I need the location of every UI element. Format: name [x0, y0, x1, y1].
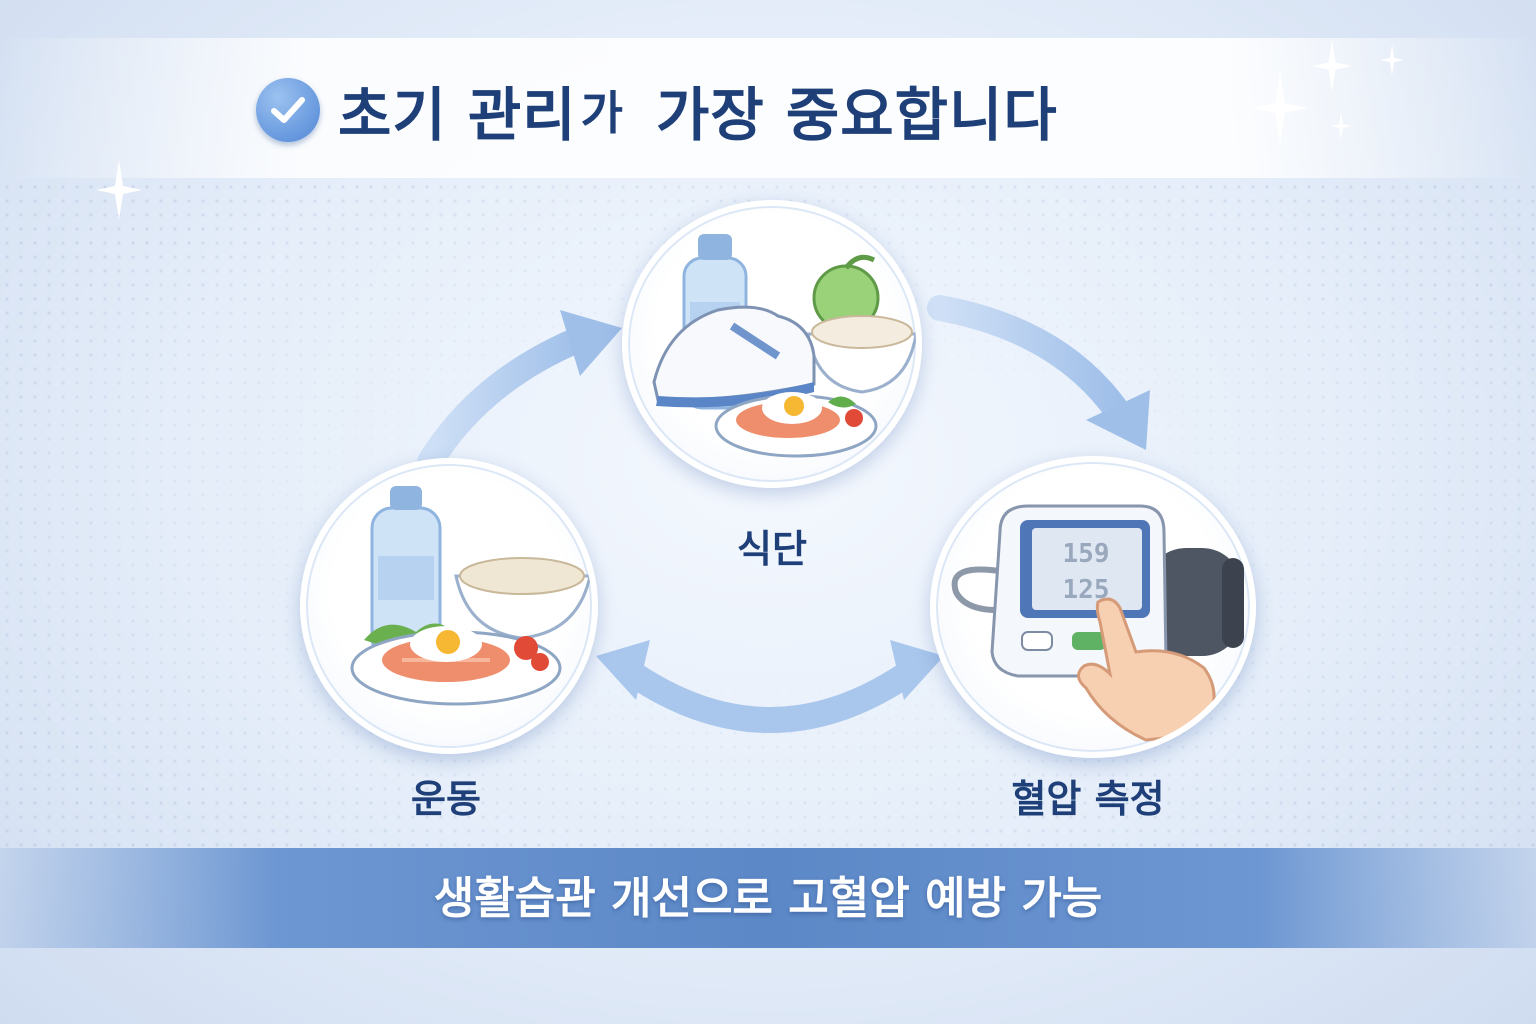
footer-message: 생활습관 개선으로 고혈압 예방 가능 — [433, 873, 1103, 924]
title-rest: 가장 중요합니다 — [655, 81, 1058, 149]
arrow-head — [890, 640, 944, 700]
exercise-label: 운동 — [411, 777, 481, 821]
bp-display-top: 159 — [1063, 539, 1110, 569]
start-button-icon — [1072, 632, 1106, 650]
bp-node: 159 125 — [930, 456, 1256, 758]
arrow-head — [560, 310, 622, 376]
healthy-meal-icon — [350, 486, 592, 706]
arrow-head — [596, 640, 650, 700]
arrow-head — [1086, 390, 1150, 450]
bp-label: 혈압 측정 — [1011, 777, 1165, 821]
diet-label: 식단 — [737, 527, 807, 571]
exercise-node — [300, 458, 598, 754]
sparkle-icon — [1252, 71, 1308, 145]
sparkle-icon — [1330, 112, 1352, 140]
title-particle: 가 — [580, 86, 624, 140]
shoe-water-meal-icon — [652, 234, 916, 458]
arrow-exercise-to-diet — [417, 325, 595, 475]
sparkle-icon — [1380, 44, 1404, 76]
sparkle-icon — [96, 160, 142, 220]
blood-pressure-monitor-icon: 159 125 — [951, 504, 1244, 742]
footer-band — [0, 848, 1536, 948]
minus-button-icon — [1021, 631, 1053, 651]
arrow-exercise-bp — [617, 659, 923, 733]
diet-node — [622, 200, 922, 488]
arrow-diet-to-bp — [927, 295, 1131, 425]
title-emphasis: 초기 관리 — [338, 81, 577, 149]
check-icon — [256, 78, 320, 142]
sparkle-icon — [1312, 40, 1352, 92]
